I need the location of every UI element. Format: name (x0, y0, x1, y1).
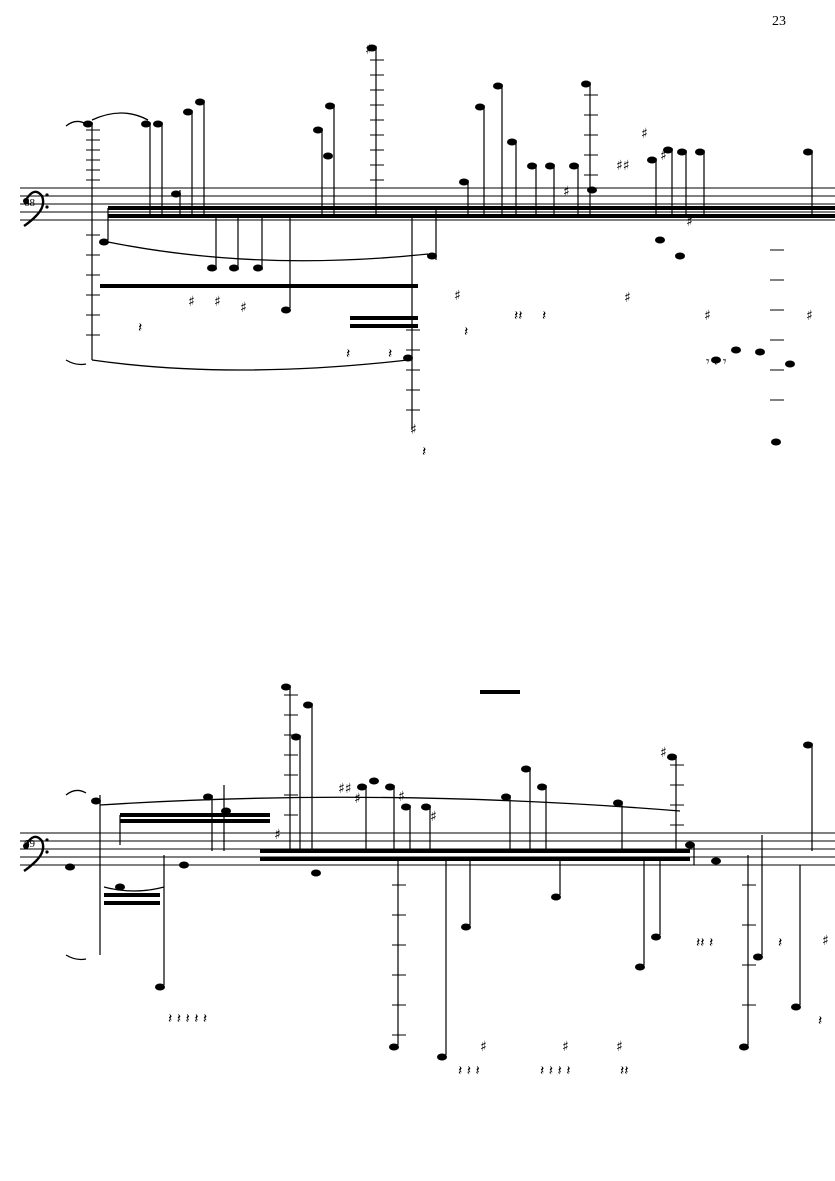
svg-text:♯: ♯ (704, 308, 711, 324)
svg-text:𝄽𝄽 𝄽: 𝄽𝄽 𝄽 (696, 935, 713, 951)
svg-text:♯: ♯ (562, 1039, 569, 1055)
svg-text:♯: ♯ (410, 422, 417, 438)
bass-clef-icon (23, 190, 49, 227)
rests: 𝄽 𝄽 𝄽 𝄽 𝄽 𝄽 𝄽 𝄽 𝄽 𝄽 𝄽 𝄽 𝄽𝄽 𝄽𝄽 𝄽 𝄽 𝄽 (168, 935, 822, 1079)
ledger-lines-below (392, 884, 756, 1036)
svg-text:♯♯: ♯♯ (338, 781, 352, 797)
noteheads (65, 683, 813, 1061)
beams (104, 690, 690, 905)
svg-text:♯: ♯ (454, 288, 461, 304)
note-stems (99, 685, 813, 1055)
accidentals: ♯♯ ♯ ♯ ♯ ♯ ♯ ♯ ♯ ♯ ♯ (274, 745, 829, 1055)
svg-text:𝄽: 𝄽 (464, 324, 468, 340)
svg-text:♯: ♯ (806, 308, 813, 324)
svg-text:𝄽 𝄽 𝄽 𝄽: 𝄽 𝄽 𝄽 𝄽 (540, 1063, 571, 1079)
svg-text:♯: ♯ (660, 745, 667, 761)
measure-number-69: 69 (24, 838, 35, 850)
ties-and-slurs (65, 112, 429, 371)
svg-text:𝄽 𝄽 𝄽 𝄽 𝄽: 𝄽 𝄽 𝄽 𝄽 𝄽 (168, 1011, 207, 1027)
svg-text:♯: ♯ (214, 294, 221, 310)
music-system-68: ♯ ♯ ♯ ♯ ♯ ♯ ♯ ♯ ♯♯ ♯ ♯ ♯ ♯ ♯ 𝄽 𝄽 𝄽 𝄽 𝄽𝄽 … (20, 42, 835, 460)
svg-text:♯: ♯ (686, 214, 693, 230)
rests: 𝄽 𝄽 𝄽 𝄽 𝄽𝄽 𝄽 𝄾 𝄽 𝄾 𝄽 (138, 308, 727, 460)
staff-lines (20, 187, 835, 221)
svg-text:♯: ♯ (188, 294, 195, 310)
svg-text:♯: ♯ (365, 42, 372, 58)
note-stems (91, 46, 813, 430)
svg-text:♯: ♯ (563, 184, 570, 200)
svg-text:𝄽: 𝄽 (388, 346, 392, 362)
accidentals: ♯ ♯ ♯ ♯ ♯ ♯ ♯ ♯ ♯♯ ♯ ♯ ♯ ♯ ♯ (188, 42, 813, 438)
ledger-lines-above (284, 694, 684, 826)
svg-text:♯: ♯ (354, 791, 361, 807)
svg-text:♯: ♯ (822, 933, 829, 949)
svg-text:♯: ♯ (624, 290, 631, 306)
svg-text:♯: ♯ (274, 827, 281, 843)
svg-text:♯: ♯ (660, 148, 667, 164)
ties-and-slurs (65, 789, 681, 961)
svg-text:♯: ♯ (240, 300, 247, 316)
bass-clef-icon (23, 835, 49, 872)
svg-text:♯: ♯ (641, 126, 648, 142)
svg-text:𝄽 𝄽 𝄽: 𝄽 𝄽 𝄽 (458, 1063, 480, 1079)
svg-text:𝄽: 𝄽 (346, 346, 350, 362)
page-number: 23 (772, 14, 786, 29)
ledger-lines-above (86, 59, 598, 181)
music-system-69: ♯♯ ♯ ♯ ♯ ♯ ♯ ♯ ♯ ♯ ♯ 𝄽 𝄽 𝄽 𝄽 𝄽 𝄽 𝄽 𝄽 𝄽 𝄽… (20, 683, 835, 1079)
svg-text:𝄽: 𝄽 (778, 935, 782, 951)
svg-text:♯: ♯ (430, 809, 437, 825)
svg-text:𝄽𝄽: 𝄽𝄽 (620, 1063, 629, 1079)
svg-text:♯: ♯ (616, 1039, 623, 1055)
svg-text:♯: ♯ (398, 789, 405, 805)
svg-text:𝄽: 𝄽 (422, 444, 426, 460)
svg-text:𝄽: 𝄽 (818, 1013, 822, 1029)
svg-text:𝄽: 𝄽 (138, 320, 142, 336)
svg-text:𝄾 𝄽 𝄾: 𝄾 𝄽 𝄾 (706, 354, 727, 370)
ledger-lines-below (86, 234, 784, 411)
noteheads (83, 44, 813, 446)
svg-text:𝄽𝄽: 𝄽𝄽 (514, 308, 523, 324)
beams (100, 206, 835, 328)
svg-text:♯: ♯ (480, 1039, 487, 1055)
svg-text:♯♯: ♯♯ (616, 158, 630, 174)
measure-number-68: 68 (24, 197, 35, 209)
svg-text:𝄽: 𝄽 (542, 308, 546, 324)
